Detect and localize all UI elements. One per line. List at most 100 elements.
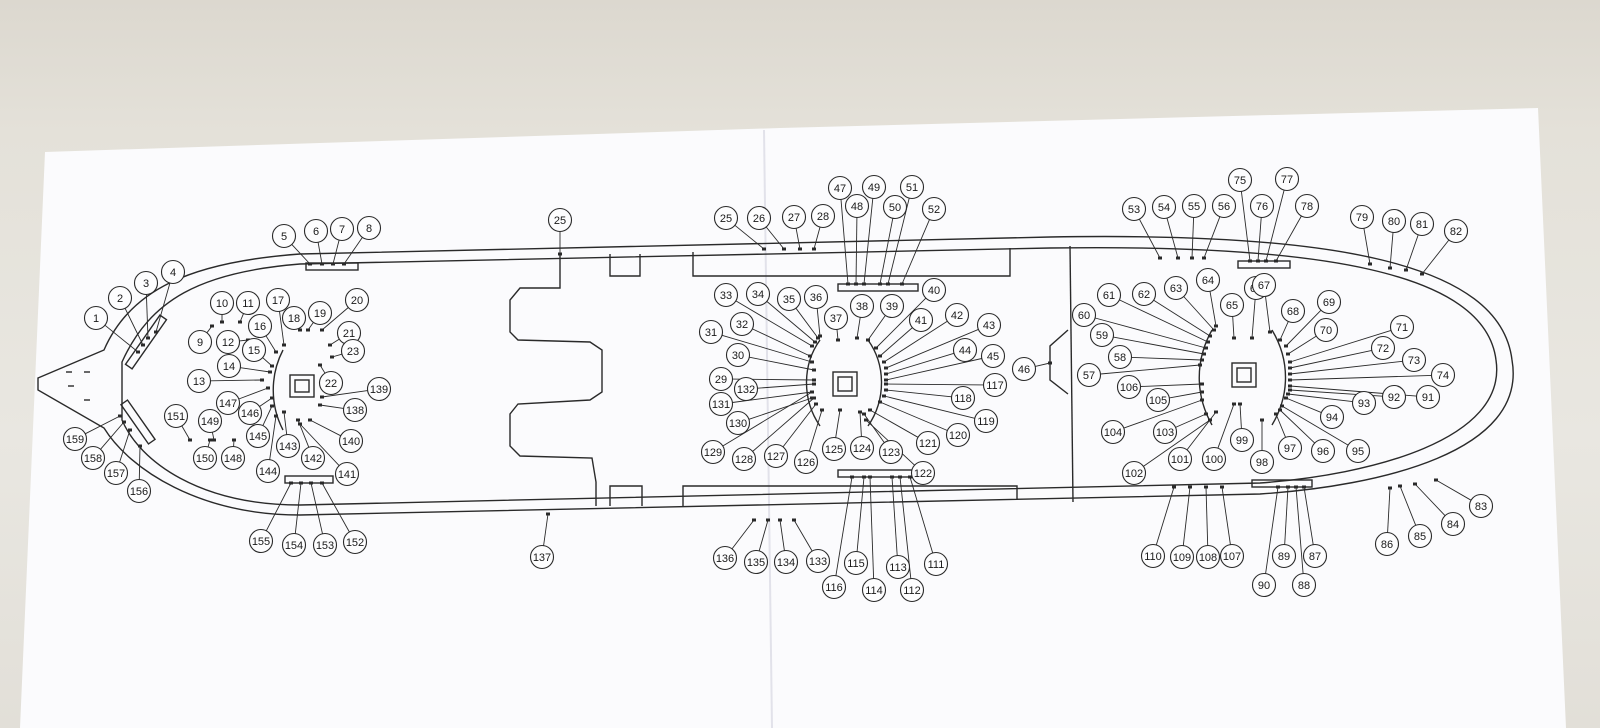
callout-number: 68	[1287, 306, 1299, 318]
fixture-point	[874, 346, 878, 350]
callout-circle	[729, 311, 755, 337]
callout-circle	[827, 175, 853, 201]
leader-line	[1153, 299, 1211, 337]
callout-circle	[1409, 211, 1435, 237]
fixture-point	[342, 262, 346, 266]
callout-number: 94	[1326, 412, 1338, 424]
callout-circle	[303, 218, 329, 244]
leader-line	[734, 224, 765, 250]
callout-number: 157	[107, 468, 125, 480]
fixture-point	[1276, 485, 1280, 489]
leader-line	[758, 519, 769, 552]
callout-circle	[910, 460, 936, 486]
callout-circle	[849, 293, 875, 319]
fixture-point	[1172, 485, 1176, 489]
fixture-point	[260, 378, 264, 382]
fixture-point	[1200, 398, 1204, 402]
callout-circle	[192, 445, 218, 471]
leader-line	[863, 198, 874, 285]
callout-circle	[731, 446, 757, 472]
callout-number: 33	[720, 290, 732, 302]
fixture-point	[268, 370, 272, 374]
callout-number: 17	[272, 295, 284, 307]
callout-circle	[1195, 267, 1221, 293]
callout-circle	[1121, 196, 1147, 222]
leader-line	[840, 199, 849, 285]
callout-circle	[83, 305, 109, 331]
callout-number: 14	[223, 361, 235, 373]
leader-line	[749, 356, 815, 371]
callout-circle	[1116, 374, 1142, 400]
fixture-point	[1198, 363, 1202, 367]
callout-number: 46	[1018, 364, 1030, 376]
hull-inner	[121, 246, 1498, 506]
fixture-point	[1260, 418, 1264, 422]
fixture-point	[866, 338, 870, 342]
fixture-point	[296, 418, 300, 422]
leader-line	[145, 294, 149, 339]
fixture-point	[1232, 336, 1236, 340]
callout-circle	[133, 270, 159, 296]
callout-circle	[763, 443, 789, 469]
fixture-point	[1413, 482, 1417, 486]
callout-number: 28	[817, 211, 829, 223]
leader-line	[1217, 403, 1235, 449]
callout-number: 65	[1226, 300, 1238, 312]
leader-line	[1435, 479, 1472, 501]
leader-line	[875, 297, 927, 349]
callout-circle	[1227, 167, 1253, 193]
fixture-point	[862, 475, 866, 479]
leader-line	[885, 328, 979, 369]
callout-number: 59	[1096, 330, 1108, 342]
callout-circle	[712, 545, 738, 571]
callout-number: 75	[1234, 175, 1246, 187]
fixture-point	[118, 414, 122, 418]
fixture-point	[810, 390, 814, 394]
callout-number: 72	[1377, 343, 1389, 355]
leader-line	[909, 476, 934, 554]
callout-circle	[187, 329, 213, 355]
callout-circle	[1100, 419, 1126, 445]
fixture-point	[1288, 372, 1292, 376]
callout-number: 1	[93, 313, 99, 325]
callout-circle	[844, 193, 870, 219]
callout-circle	[1181, 193, 1207, 219]
paper-sheet	[20, 108, 1566, 728]
callout-circle	[529, 544, 555, 570]
callout-number: 103	[1156, 427, 1174, 439]
leader-line	[891, 476, 898, 556]
callout-circle	[163, 403, 189, 429]
callout-number: 136	[716, 553, 734, 565]
leader-line	[321, 390, 368, 398]
fixture-point	[1238, 402, 1242, 406]
callout-number: 154	[285, 540, 303, 552]
fixture-point	[812, 247, 816, 251]
callout-number: 44	[959, 345, 971, 357]
fixture-point	[778, 518, 782, 522]
fixture-point	[1158, 256, 1162, 260]
callout-circle	[1407, 523, 1433, 549]
fixture-point	[862, 412, 866, 416]
leader-line	[1265, 189, 1285, 262]
callout-number: 88	[1298, 580, 1310, 592]
leader-line	[1389, 232, 1394, 269]
callout-number: 4	[170, 267, 176, 279]
leader-line	[816, 308, 821, 337]
callout-circle	[338, 428, 364, 454]
callout-circle	[1430, 362, 1456, 388]
callout-number: 50	[889, 202, 901, 214]
callout-circle	[186, 368, 212, 394]
leader-line	[1232, 316, 1235, 339]
callout-circle	[700, 439, 726, 465]
leader-line	[1295, 486, 1304, 574]
leader-line	[808, 409, 823, 452]
callout-circle	[1249, 193, 1275, 219]
deck-structure-center	[609, 485, 643, 506]
fixture-point	[1176, 256, 1180, 260]
aft-bulkhead	[1069, 245, 1074, 503]
callout-circle	[80, 445, 106, 471]
leader-line	[265, 482, 292, 532]
fixture-point	[862, 282, 866, 286]
callout-circle	[1310, 438, 1336, 464]
fixture-point	[318, 363, 322, 367]
